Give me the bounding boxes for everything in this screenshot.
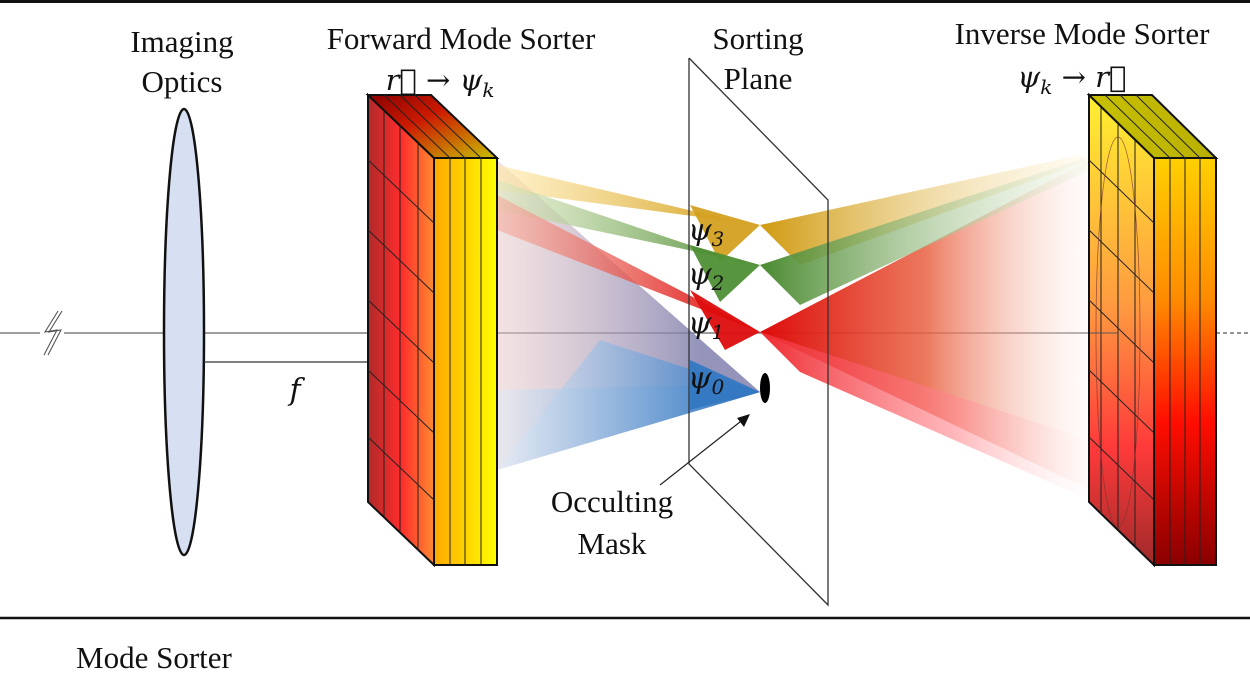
label-plane: Plane xyxy=(724,61,793,96)
label-psi1: ψ1 xyxy=(688,306,724,344)
axis-break-icon xyxy=(40,310,64,356)
label-inverse-map: ψk → r⃗ xyxy=(1018,60,1127,99)
mask-pointer-arrow xyxy=(659,414,750,486)
label-imaging: Imaging xyxy=(130,24,233,59)
label-inverse-sorter: Inverse Mode Sorter xyxy=(955,16,1210,51)
imaging-lens xyxy=(162,107,206,557)
label-focal-length: f xyxy=(287,373,305,408)
inverse-mode-sorter xyxy=(1086,92,1219,568)
sorting-plane xyxy=(688,57,829,607)
label-sorting: Sorting xyxy=(712,21,803,56)
beams-outgoing xyxy=(760,155,1090,500)
label-forward-map: r⃗ → ψk xyxy=(386,63,495,102)
occulting-mask xyxy=(760,373,770,403)
beam-psi2-out xyxy=(760,158,1090,305)
beam-psi1-in xyxy=(497,195,760,332)
label-psi2: ψ2 xyxy=(688,257,724,295)
label-occulting: Occulting xyxy=(551,484,673,519)
label-forward-sorter: Forward Mode Sorter xyxy=(327,21,596,56)
label-mask: Mask xyxy=(578,526,647,561)
label-optics: Optics xyxy=(142,64,223,99)
beams-incoming xyxy=(497,160,760,470)
figure-caption: Mode Sorter xyxy=(76,640,232,675)
beam-psi3-out xyxy=(760,155,1090,265)
beam-psi1-lower xyxy=(760,332,1090,500)
beam-psi1-fan xyxy=(760,160,1090,490)
forward-mode-sorter xyxy=(365,92,500,568)
beam-psi3-in xyxy=(497,165,760,225)
label-psi0: ψ0 xyxy=(688,361,725,399)
label-psi3: ψ3 xyxy=(688,213,724,251)
